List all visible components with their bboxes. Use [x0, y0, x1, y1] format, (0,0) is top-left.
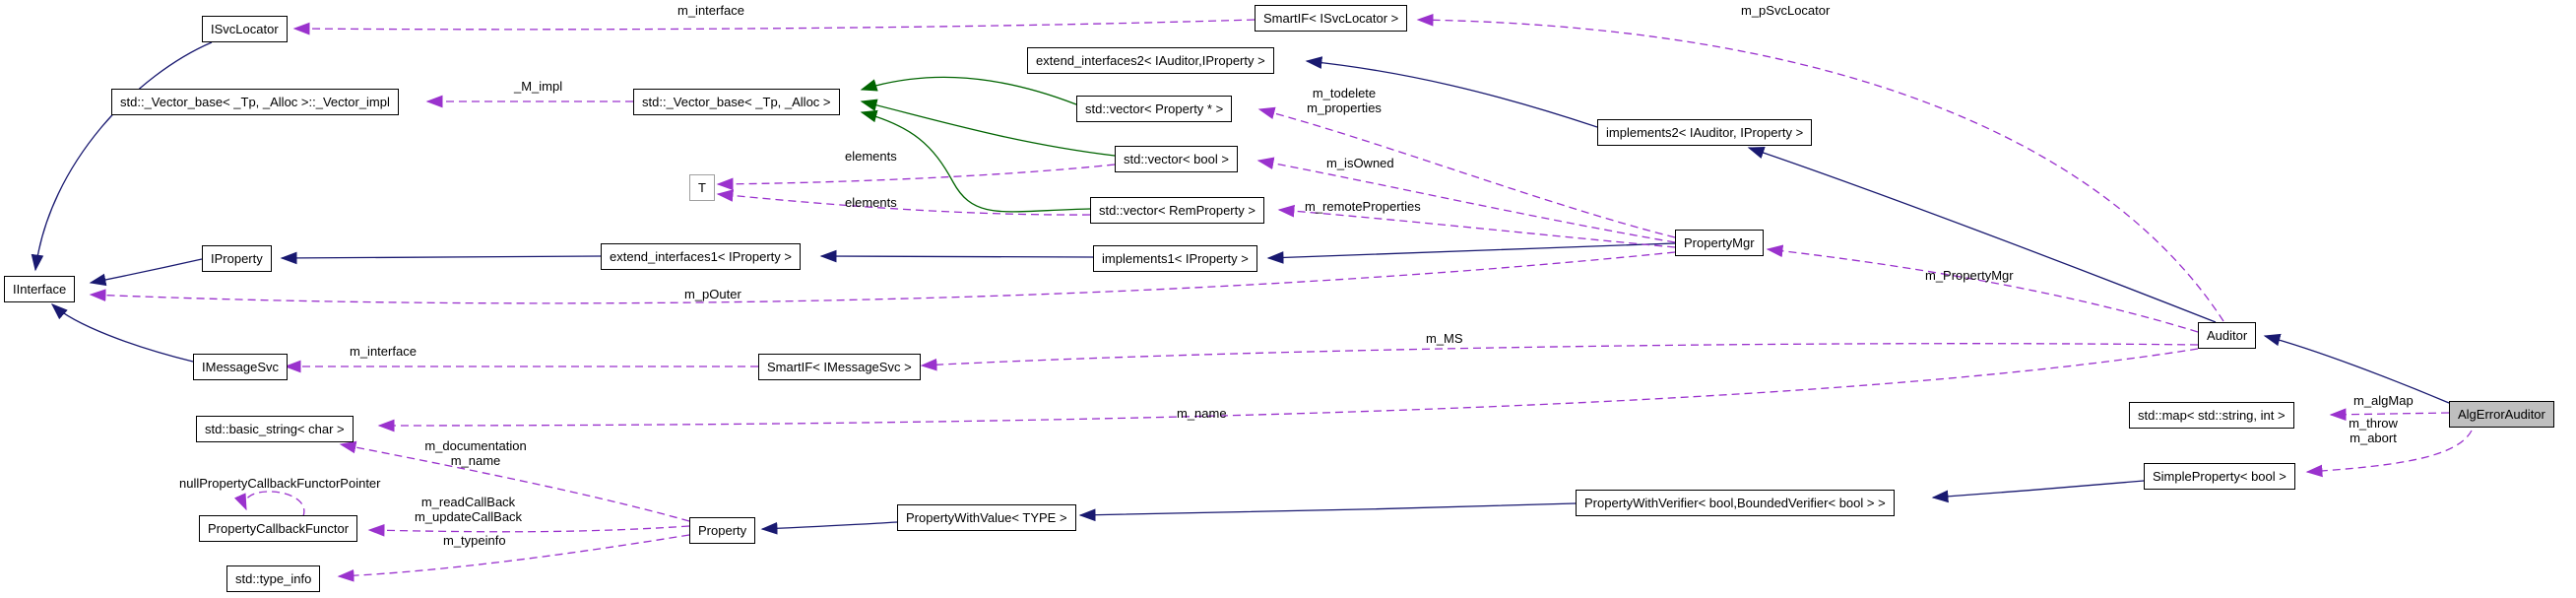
- node-propertymgr[interactable]: PropertyMgr: [1675, 230, 1764, 256]
- edge-label-m-name: m_name: [1177, 406, 1227, 421]
- edge-label-m-pouter: m_pOuter: [684, 287, 741, 301]
- edge-implements1-to-extend1: [819, 249, 1094, 263]
- edge-algerrorauditor-to-simpleproperty: [2305, 430, 2473, 478]
- edge-label-m-todelete-properties: m_todelete m_properties: [1307, 86, 1382, 115]
- edge-auditor-to-propertymgr: [1766, 244, 2199, 333]
- edge-property-to-callbackfunctor: [367, 523, 690, 537]
- edge-vectorrem-to-vectorbase: [860, 109, 1091, 213]
- edge-label-elements-1: elements: [845, 149, 897, 164]
- node-implements2[interactable]: implements2< IAuditor, IProperty >: [1597, 119, 1813, 146]
- edge-algerrorauditor-to-map: [2329, 408, 2450, 422]
- node-algerrorauditor[interactable]: AlgErrorAuditor: [2449, 401, 2554, 428]
- node-simpleproperty-bool[interactable]: SimpleProperty< bool >: [2144, 463, 2295, 490]
- edge-label-m-impl: _M_impl: [514, 79, 563, 94]
- node-property[interactable]: Property: [689, 517, 756, 544]
- edge-label-m-psvclocator: m_pSvcLocator: [1741, 3, 1831, 18]
- edge-extend1-to-iproperty: [280, 251, 602, 265]
- node-property-with-verifier[interactable]: PropertyWithVerifier< bool,BoundedVerifi…: [1576, 490, 1895, 516]
- node-property-with-value[interactable]: PropertyWithValue< TYPE >: [897, 504, 1076, 531]
- edge-propertymgr-to-vectorrem: [1277, 204, 1676, 248]
- node-basic-string[interactable]: std::basic_string< char >: [196, 416, 354, 442]
- node-vector-property-ptr[interactable]: std::vector< Property * >: [1076, 96, 1233, 122]
- edge-label-m-typeinfo: m_typeinfo: [443, 533, 506, 548]
- node-iinterface[interactable]: IInterface: [4, 276, 76, 302]
- edge-smartifisvc-to-isvclocator: [292, 19, 1256, 35]
- edge-label-m-propertymgr: m_PropertyMgr: [1925, 268, 2014, 283]
- edge-label-null-functor-pointer: nullPropertyCallbackFunctorPointer: [179, 476, 381, 491]
- edge-callbackfunctor-self-loop: [233, 491, 305, 517]
- edge-label-m-interface-bottom: m_interface: [350, 344, 417, 359]
- edge-propertymgr-to-vectorprop: [1257, 106, 1676, 238]
- edge-vectorbool-to-t: [716, 164, 1116, 191]
- node-vector-impl[interactable]: std::_Vector_base< _Tp, _Alloc >::_Vecto…: [111, 89, 399, 115]
- edge-label-m-interface-top: m_interface: [677, 3, 744, 18]
- edge-propwithvalue-to-property: [760, 521, 898, 535]
- edge-auditor-to-smartifisvc: [1416, 13, 2224, 322]
- node-callback-functor[interactable]: PropertyCallbackFunctor: [199, 515, 358, 542]
- edge-auditor-to-implements2: [1747, 146, 2217, 323]
- node-smartif-isvclocator[interactable]: SmartIF< ISvcLocator >: [1255, 5, 1408, 32]
- edge-vectorrem-to-t: [716, 189, 1091, 216]
- node-template-param-t[interactable]: T: [689, 174, 715, 201]
- edge-imessagesvc-to-iinterface: [50, 303, 194, 363]
- edge-vectorbool-to-vectorbase: [860, 99, 1116, 157]
- edge-label-m-ms: m_MS: [1426, 331, 1463, 346]
- edge-auditor-to-smartifimsg: [920, 343, 2199, 371]
- node-vector-base[interactable]: std::_Vector_base< _Tp, _Alloc >: [633, 89, 840, 115]
- node-type-info[interactable]: std::type_info: [226, 565, 321, 592]
- edge-label-m-documentation-name: m_documentation m_name: [424, 438, 527, 468]
- node-iproperty[interactable]: IProperty: [202, 245, 272, 272]
- node-isvclocator[interactable]: ISvcLocator: [202, 16, 288, 42]
- edge-algerrorauditor-to-auditor: [2263, 333, 2450, 404]
- edge-label-m-throw-abort: m_throw m_abort: [2349, 416, 2398, 445]
- edge-simpleproperty-to-propwithverifier: [1931, 480, 2145, 503]
- edge-auditor-to-basicstring: [377, 348, 2199, 432]
- edge-label-elements-2: elements: [845, 195, 897, 210]
- node-extend-interfaces2[interactable]: extend_interfaces2< IAuditor,IProperty >: [1027, 47, 1274, 74]
- node-vector-remproperty[interactable]: std::vector< RemProperty >: [1090, 197, 1264, 224]
- node-std-map[interactable]: std::map< std::string, int >: [2129, 402, 2294, 429]
- edge-label-m-remoteproperties: m_remoteProperties: [1305, 199, 1421, 214]
- node-vector-bool[interactable]: std::vector< bool >: [1115, 146, 1238, 172]
- edge-label-m-isowned: m_isOwned: [1326, 156, 1394, 170]
- node-extend-interfaces1[interactable]: extend_interfaces1< IProperty >: [601, 243, 802, 270]
- node-implements1[interactable]: implements1< IProperty >: [1093, 245, 1257, 272]
- edge-propertymgr-to-implements1: [1266, 242, 1676, 264]
- node-smartif-imessagesvc[interactable]: SmartIF< IMessageSvc >: [758, 354, 921, 380]
- node-auditor[interactable]: Auditor: [2198, 322, 2257, 349]
- edge-property-to-typeinfo: [337, 534, 690, 582]
- edge-iproperty-to-iinterface: [89, 258, 203, 287]
- edge-implements2-to-extend2: [1305, 56, 1598, 128]
- edge-propwithverifier-to-propwithvalue: [1078, 502, 1577, 522]
- edge-label-m-algmap: m_algMap: [2353, 393, 2414, 408]
- node-imessagesvc[interactable]: IMessageSvc: [193, 354, 289, 380]
- edge-propertymgr-to-iinterface: [89, 251, 1676, 304]
- edge-isvclocator-to-iinterface: [31, 41, 213, 272]
- edge-vectorprop-to-vectorbase: [860, 76, 1077, 105]
- edge-label-m-read-update-callback: m_readCallBack m_updateCallBack: [414, 495, 523, 524]
